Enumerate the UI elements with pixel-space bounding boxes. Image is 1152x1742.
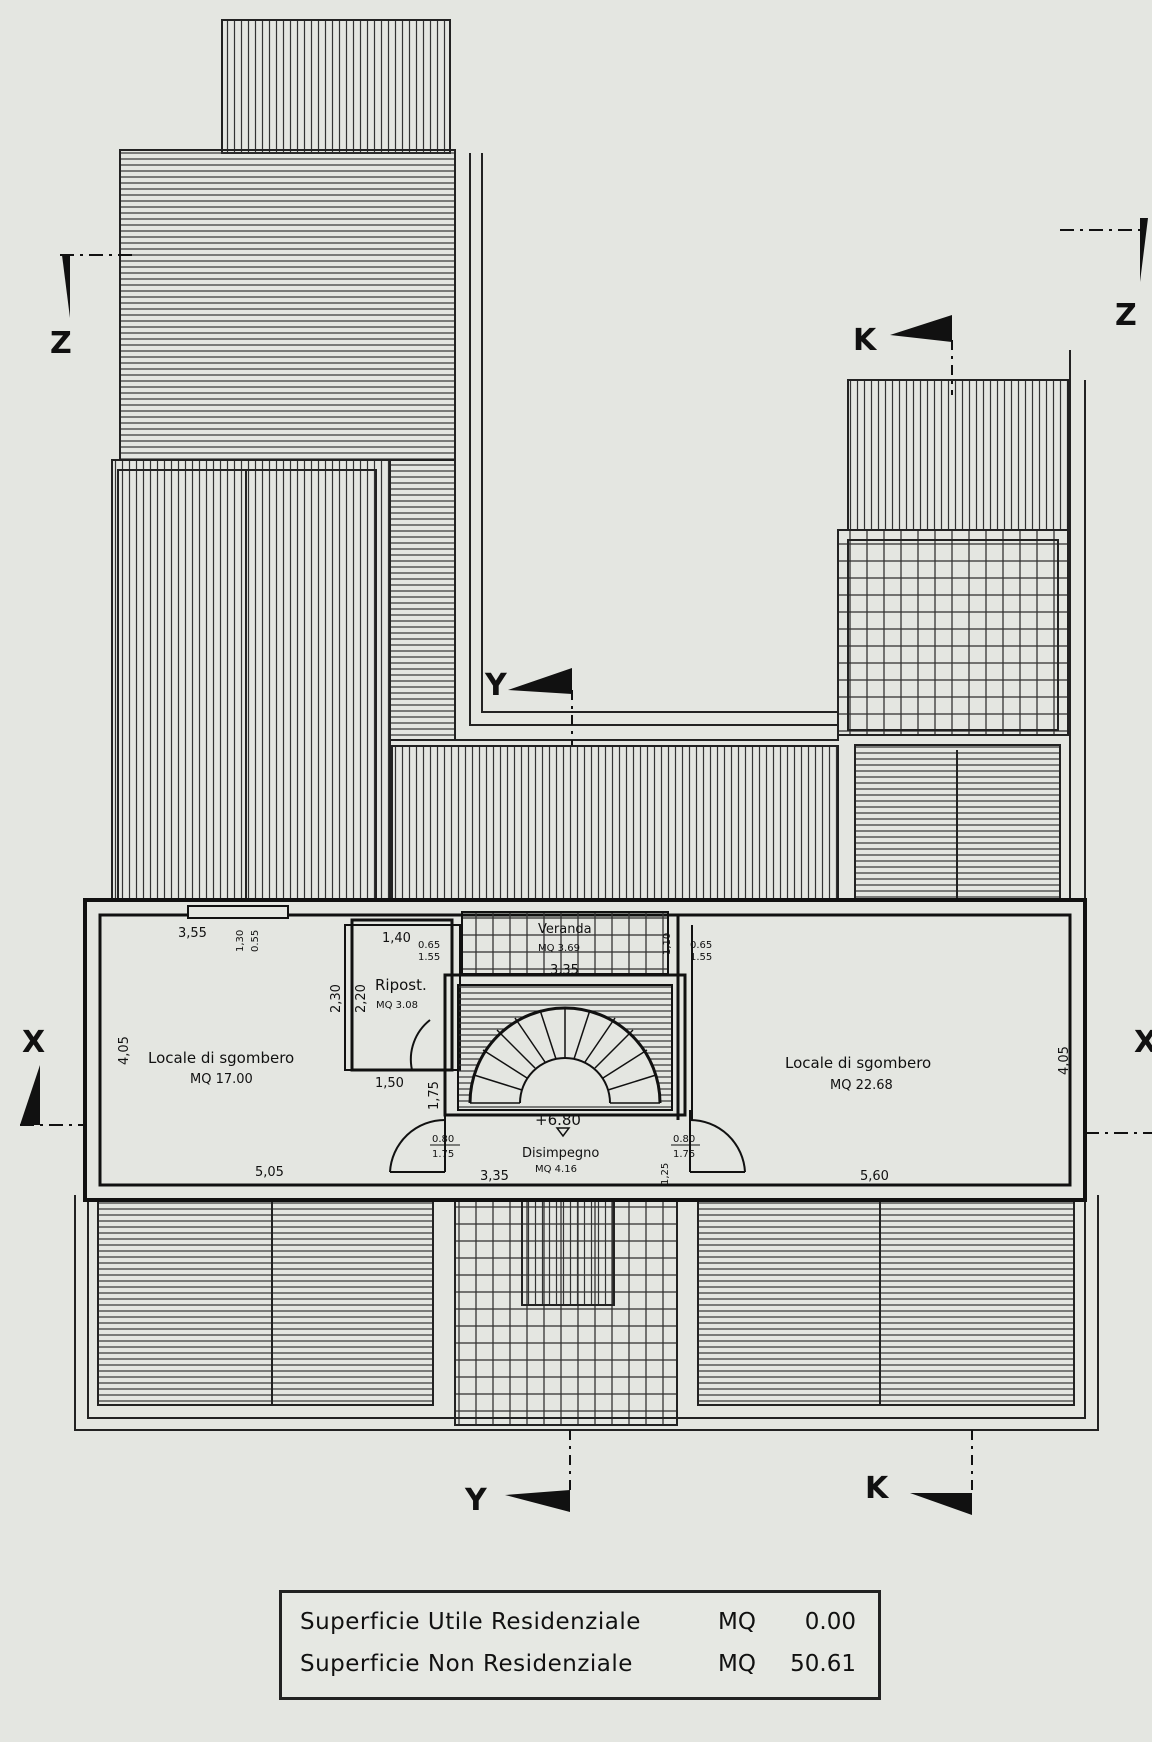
- room-area-locale-left: MQ 17.00: [190, 1072, 253, 1087]
- roof-bottom-left: [97, 1199, 434, 1406]
- section-label-z-right: Z: [1115, 298, 1137, 333]
- section-label-k-top: K: [853, 323, 878, 358]
- door-swing-right: [689, 1118, 746, 1173]
- dimension-label: 1.75: [432, 1149, 454, 1160]
- section-label-x-left: X: [22, 1025, 45, 1060]
- dimension-label: 0.80: [432, 1134, 454, 1145]
- roof-right-grid: [837, 529, 1069, 736]
- summary-label: Superficie Non Residenziale: [300, 1651, 633, 1677]
- dimension-label: 0.65: [690, 940, 712, 951]
- roof-right-top: [847, 379, 1069, 531]
- dimension-label: 3,55: [178, 926, 207, 941]
- dimension-label: 1,50: [375, 1076, 404, 1091]
- roof-areas: [74, 19, 1099, 1431]
- section-arrow-x-left: [20, 1065, 40, 1125]
- summary-value: 0.00: [804, 1609, 856, 1635]
- roof-left-wing: [119, 149, 456, 461]
- summary-unit: MQ: [718, 1651, 756, 1677]
- room-area-veranda: MQ 3.69: [538, 943, 580, 954]
- dimension-label: 0.55: [250, 930, 261, 952]
- dimension-label: 1,30: [235, 930, 246, 952]
- section-label-y-bottom: Y: [464, 1483, 488, 1518]
- section-arrow-k-top: [890, 315, 952, 342]
- summary-label: Superficie Utile Residenziale: [300, 1609, 641, 1635]
- room-name-ripost: Ripost.: [375, 976, 427, 994]
- dimension-label: 2,30: [329, 984, 344, 1013]
- dimension-label: 1,25: [660, 1163, 671, 1185]
- dimension-label: 4,05: [117, 1036, 132, 1065]
- surface-summary-table: Superficie Utile Residenziale MQ 0.00 Su…: [279, 1590, 881, 1700]
- ripost-door-swing: [409, 1019, 431, 1071]
- dimension-label: 3,35: [480, 1169, 509, 1184]
- dimension-label: 5,60: [860, 1169, 889, 1184]
- roof-left-lower: [111, 459, 391, 901]
- stair-well: [443, 973, 687, 1117]
- dimension-label: 1.55: [418, 952, 440, 963]
- roof-middle: [391, 745, 839, 907]
- section-label-k-bottom: K: [865, 1471, 890, 1506]
- roof-bottom-right: [697, 1199, 1075, 1406]
- room-area-ripost: MQ 3.08: [376, 1000, 418, 1011]
- floor-level: +6.80: [535, 1111, 581, 1129]
- section-arrow-y-bottom: [505, 1490, 570, 1512]
- section-markers: Z Z K Y Y K X X: [20, 218, 1152, 1518]
- section-arrow-z-right: [1140, 218, 1148, 282]
- dimension-label: 3,35: [550, 963, 579, 978]
- section-arrow-y-top: [508, 668, 572, 694]
- roof-left-margin: [389, 459, 456, 741]
- section-arrow-z-left: [62, 255, 70, 318]
- dimension-label: 1.75: [673, 1149, 695, 1160]
- room-name-locale-left: Locale di sgombero: [148, 1049, 294, 1067]
- window-gap-left: [187, 905, 289, 919]
- room-labels: Locale di sgombero MQ 17.00 Locale di sg…: [148, 922, 931, 1175]
- dimension-label: 0.65: [418, 940, 440, 951]
- section-arrow-k-bottom: [910, 1493, 972, 1515]
- room-name-disimpegno: Disimpegno: [522, 1146, 599, 1161]
- parapet-channel: [454, 153, 839, 741]
- room-name-veranda: Veranda: [538, 922, 592, 937]
- summary-value: 50.61: [790, 1651, 856, 1677]
- room-area-disimpegno: MQ 4.16: [535, 1164, 577, 1175]
- dimension-label: 2,20: [354, 984, 369, 1013]
- veranda-grid: [461, 911, 669, 975]
- room-area-locale-right: MQ 22.68: [830, 1078, 893, 1093]
- summary-row: Superficie Non Residenziale MQ 50.61: [300, 1651, 856, 1683]
- summary-row: Superficie Utile Residenziale MQ 0.00: [300, 1609, 856, 1641]
- section-label-z-left: Z: [50, 326, 72, 361]
- dimension-label: 1.55: [690, 952, 712, 963]
- summary-unit: MQ: [718, 1609, 756, 1635]
- dimension-label: 5,05: [255, 1165, 284, 1180]
- dimension-label: 1,10: [662, 933, 673, 955]
- dimension-label: 1,75: [427, 1081, 442, 1110]
- dimension-label: 0.80: [673, 1134, 695, 1145]
- dimension-labels: 3,55 1,30 0.55 1,40 0.65 1.55 3,35 1,10 …: [117, 926, 1072, 1185]
- dimension-label: 1,40: [382, 931, 411, 946]
- roof-top-strip: [221, 19, 451, 154]
- floor-walls: [83, 898, 1087, 1202]
- section-label-x-right: X: [1134, 1025, 1152, 1060]
- outer-boundary: [74, 1195, 1099, 1431]
- door-swing-left: [389, 1118, 446, 1173]
- level-marker-icon: [555, 1127, 571, 1138]
- section-label-y-top: Y: [484, 668, 508, 703]
- room-name-locale-right: Locale di sgombero: [785, 1054, 931, 1072]
- dimension-label: 4,05: [1057, 1046, 1072, 1075]
